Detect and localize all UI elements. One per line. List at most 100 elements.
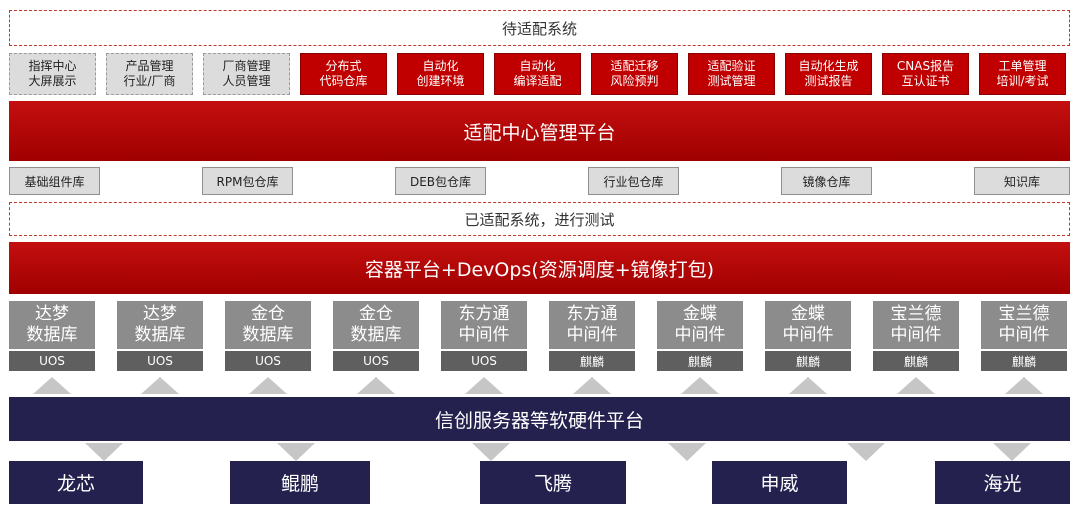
component-line2: 数据库 (26, 325, 78, 345)
arrow-up-icon (1005, 377, 1043, 394)
module-line2: 互认证书 (901, 74, 950, 88)
container-platform-band: 容器平台+DevOps(资源调度+镜像打包) (9, 242, 1070, 294)
component-1[interactable]: 达梦 数据库 UOS (117, 301, 203, 373)
component-0[interactable]: 达梦 数据库 UOS (9, 301, 95, 373)
arrow-down-icon (668, 443, 706, 461)
module-10[interactable]: 工单管理 培训/考试 (979, 53, 1066, 95)
component-9[interactable]: 宝兰德 中间件 麒麟 (981, 301, 1067, 373)
adapted-systems-text: 已适配系统，进行测试 (464, 210, 615, 229)
arrow-up-icon (357, 377, 395, 394)
hardware-platform-band: 信创服务器等软硬件平台 (9, 397, 1070, 441)
module-8[interactable]: 自动化生成 测试报告 (785, 53, 872, 95)
component-name: 金仓 数据库 (225, 301, 311, 349)
arrow-up-icon (465, 377, 503, 394)
component-line2: 中间件 (998, 325, 1050, 345)
module-6[interactable]: 适配迁移 风险预判 (591, 53, 678, 95)
chip-label: 龙芯 (56, 473, 95, 495)
module-7[interactable]: 适配验证 测试管理 (688, 53, 775, 95)
component-line2: 中间件 (782, 325, 834, 345)
component-8[interactable]: 宝兰德 中间件 麒麟 (873, 301, 959, 373)
repo-4[interactable]: 镜像仓库 (781, 167, 872, 195)
module-line2: 测试管理 (707, 74, 756, 88)
module-4[interactable]: 自动化 创建环境 (397, 53, 484, 95)
os-badge: UOS (9, 351, 95, 371)
module-3[interactable]: 分布式 代码仓库 (300, 53, 387, 95)
repo-2[interactable]: DEB包仓库 (395, 167, 486, 195)
chip-2[interactable]: 飞腾 (480, 461, 626, 504)
arrow-down-icon (993, 443, 1031, 461)
chip-label: 鲲鹏 (280, 473, 319, 495)
chip-1[interactable]: 鲲鹏 (230, 461, 370, 504)
component-line2: 数据库 (134, 325, 186, 345)
component-name: 达梦 数据库 (9, 301, 95, 349)
component-3[interactable]: 金仓 数据库 UOS (333, 301, 419, 373)
arrow-up-icon (249, 377, 287, 394)
pending-systems-text: 待适配系统 (501, 19, 577, 38)
os-badge: UOS (225, 351, 311, 371)
component-7[interactable]: 金蝶 中间件 麒麟 (765, 301, 851, 373)
arrow-down-icon (85, 443, 123, 461)
chip-label: 海光 (983, 473, 1022, 495)
module-2[interactable]: 厂商管理 人员管理 (203, 53, 290, 95)
component-4[interactable]: 东方通 中间件 UOS (441, 301, 527, 373)
repo-label: DEB包仓库 (409, 174, 472, 189)
module-5[interactable]: 自动化 编译适配 (494, 53, 581, 95)
adaptation-platform-band: 适配中心管理平台 (9, 101, 1070, 161)
module-line1: 自动化生成 (798, 59, 859, 73)
repo-label: 知识库 (1003, 174, 1040, 189)
module-line1: 自动化 (422, 59, 459, 73)
repo-0[interactable]: 基础组件库 (9, 167, 100, 195)
module-9[interactable]: CNAS报告 互认证书 (882, 53, 969, 95)
module-line2: 大屏展示 (28, 74, 77, 88)
module-line1: 适配验证 (707, 59, 756, 73)
arrow-up-icon (33, 377, 71, 394)
component-line1: 金仓 (251, 304, 285, 324)
arrow-up-icon (681, 377, 719, 394)
component-line2: 中间件 (674, 325, 726, 345)
module-line1: 厂商管理 (222, 59, 271, 73)
module-line2: 测试报告 (804, 74, 853, 88)
arrow-down-icon (277, 443, 315, 461)
module-0[interactable]: 指挥中心 大屏展示 (9, 53, 96, 95)
component-line2: 中间件 (890, 325, 942, 345)
component-line2: 数据库 (242, 325, 294, 345)
repo-1[interactable]: RPM包仓库 (202, 167, 293, 195)
chip-0[interactable]: 龙芯 (9, 461, 143, 504)
module-line2: 行业/厂商 (123, 74, 176, 88)
module-line1: 分布式 (325, 59, 362, 73)
component-name: 宝兰德 中间件 (981, 301, 1067, 349)
repo-5[interactable]: 知识库 (974, 167, 1070, 195)
component-line1: 达梦 (143, 304, 177, 324)
module-line1: 自动化 (519, 59, 556, 73)
component-line2: 中间件 (566, 325, 618, 345)
repo-label: 镜像仓库 (802, 174, 851, 189)
arrow-down-icon (847, 443, 885, 461)
os-badge: 麒麟 (765, 351, 851, 371)
module-line2: 编译适配 (513, 74, 562, 88)
component-line1: 东方通 (566, 304, 618, 324)
component-6[interactable]: 金蝶 中间件 麒麟 (657, 301, 743, 373)
arrow-up-icon (897, 377, 935, 394)
component-name: 宝兰德 中间件 (873, 301, 959, 349)
arrow-up-icon (573, 377, 611, 394)
arrow-up-icon (141, 377, 179, 394)
repo-label: RPM包仓库 (216, 174, 279, 189)
module-line2: 培训/考试 (996, 74, 1049, 88)
arrow-up-icon (789, 377, 827, 394)
chip-3[interactable]: 申威 (712, 461, 847, 504)
component-5[interactable]: 东方通 中间件 麒麟 (549, 301, 635, 373)
module-line1: 指挥中心 (28, 59, 77, 73)
component-2[interactable]: 金仓 数据库 UOS (225, 301, 311, 373)
chip-4[interactable]: 海光 (935, 461, 1070, 504)
component-row: 达梦 数据库 UOS 达梦 数据库 UOS 金仓 数据库 UOS 金仓 数据库 … (9, 301, 1070, 373)
component-line2: 数据库 (350, 325, 402, 345)
os-badge: 麒麟 (657, 351, 743, 371)
component-name: 金仓 数据库 (333, 301, 419, 349)
repo-3[interactable]: 行业包仓库 (588, 167, 679, 195)
repo-label: 行业包仓库 (603, 174, 664, 189)
module-line2: 人员管理 (222, 74, 271, 88)
module-1[interactable]: 产品管理 行业/厂商 (106, 53, 193, 95)
os-badge: 麒麟 (981, 351, 1067, 371)
chip-label: 申威 (760, 473, 799, 495)
component-line1: 金蝶 (683, 304, 717, 324)
